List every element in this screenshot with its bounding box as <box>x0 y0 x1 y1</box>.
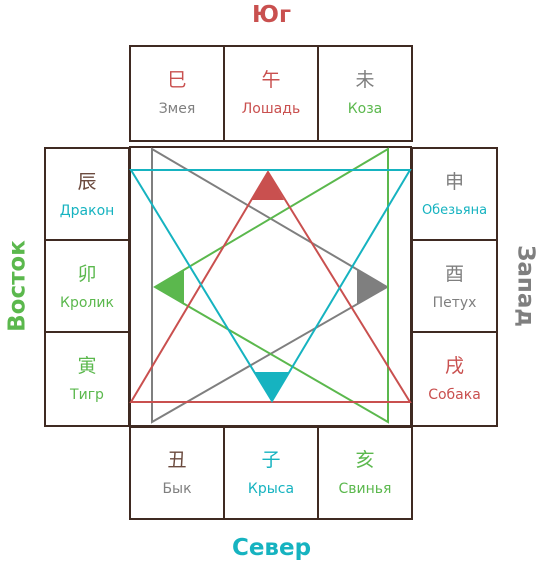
glyph-dog: 戌 <box>444 355 464 377</box>
triangle-east <box>153 147 389 424</box>
tip-south <box>252 172 284 200</box>
tip-east <box>155 269 184 305</box>
direction-south-label: Юг <box>251 2 291 28</box>
glyph-horse: 午 <box>261 69 281 91</box>
name-dog: Собака <box>428 387 481 403</box>
direction-north-label: Север <box>231 535 312 561</box>
glyph-rooster: 酉 <box>444 263 464 285</box>
name-dragon: Дракон <box>59 203 115 219</box>
cell-dog: 戌 Собака <box>411 331 498 427</box>
name-rooster: Петух <box>432 295 477 311</box>
cell-ox: 丑 Бык <box>129 425 225 520</box>
cell-pig: 亥 Свинья <box>317 425 413 520</box>
name-ox: Бык <box>162 481 192 497</box>
glyph-monkey: 申 <box>444 171 464 193</box>
name-horse: Лошадь <box>241 101 301 117</box>
name-rat: Крыса <box>247 481 295 497</box>
name-tiger: Тигр <box>70 387 104 403</box>
inner-square <box>129 146 412 428</box>
glyph-snake: 巳 <box>167 69 187 91</box>
triangle-north <box>129 169 412 403</box>
tip-west <box>357 269 387 305</box>
cell-goat: 未 Коза <box>317 45 413 142</box>
name-snake: Змея <box>158 101 196 117</box>
tip-north <box>255 372 289 401</box>
glyph-dragon: 辰 <box>77 171 97 193</box>
cell-tiger: 寅 Тигр <box>44 331 130 427</box>
glyph-ox: 丑 <box>167 449 187 471</box>
name-goat: Коза <box>347 101 383 117</box>
triangle-west <box>151 147 389 424</box>
name-monkey: Обезьяна <box>421 203 488 218</box>
name-pig: Свинья <box>338 481 392 497</box>
glyph-tiger: 寅 <box>77 355 97 377</box>
glyph-pig: 亥 <box>355 449 375 471</box>
cell-snake: 巳 Змея <box>129 45 225 142</box>
glyph-rabbit: 卯 <box>77 263 97 285</box>
cell-horse: 午 Лошадь <box>223 45 319 142</box>
glyph-goat: 未 <box>355 69 375 91</box>
glyph-rat: 子 <box>261 449 281 471</box>
name-rabbit: Кролик <box>60 295 114 311</box>
